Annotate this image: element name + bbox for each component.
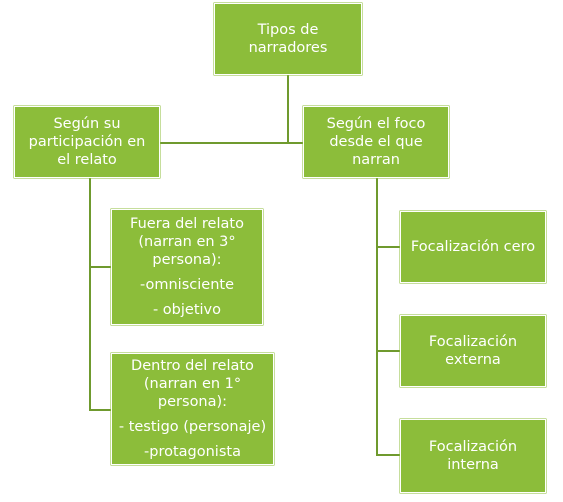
- outside-story-line-2: (narran en 3°: [138, 234, 236, 250]
- participation-node-line-3: el relato: [57, 152, 117, 168]
- root-node-line-1: Tipos de: [257, 22, 319, 38]
- root-node-line-2: narradores: [248, 40, 328, 56]
- participation-node: Según su participación en el relato: [14, 106, 160, 178]
- connector-right-child-3: [376, 454, 400, 456]
- focus-node-line-3: narran: [352, 152, 400, 168]
- internal-focalization-line-2: interna: [447, 457, 499, 473]
- inside-story-line-2: (narran en 1°: [143, 376, 242, 392]
- external-focalization-line-2: externa: [445, 352, 501, 368]
- internal-focalization-line-1: Focalización: [428, 439, 518, 455]
- connector-right-child-1: [376, 246, 400, 248]
- connector-left-child-1: [89, 266, 111, 268]
- internal-focalization-node: Focalización interna: [400, 419, 546, 493]
- outside-story-line-5: - objetivo: [152, 302, 222, 318]
- participation-node-line-2: participación en: [28, 134, 146, 150]
- outside-story-line-4: -omnisciente: [140, 277, 234, 293]
- external-focalization-node: Focalización externa: [400, 315, 546, 387]
- outside-story-line-1: Fuera del relato: [130, 216, 244, 232]
- zero-focalization-node: Focalización cero: [400, 211, 546, 283]
- inside-story-line-3: persona):: [157, 394, 228, 410]
- inside-story-line-5: -protagonista: [144, 444, 241, 460]
- connector-left-trunk: [89, 178, 91, 411]
- focus-node-line-2: desde el que: [329, 134, 423, 150]
- connector-horizontal: [160, 142, 305, 144]
- inside-story-node: Dentro del relato (narran en 1° persona)…: [111, 353, 274, 465]
- external-focalization-line-1: Focalización: [428, 334, 518, 350]
- focus-node: Según el foco desde el que narran: [303, 106, 449, 178]
- connector-right-trunk: [376, 178, 378, 456]
- connector-left-child-2: [89, 409, 111, 411]
- focus-node-line-1: Según el foco: [326, 116, 426, 132]
- participation-node-line-1: Según su: [53, 116, 121, 132]
- zero-focalization-label: Focalización cero: [410, 239, 536, 255]
- root-node: Tipos de narradores: [214, 3, 362, 75]
- outside-story-node: Fuera del relato (narran en 3° persona):…: [111, 209, 263, 325]
- connector-right-child-2: [376, 350, 400, 352]
- inside-story-line-4: - testigo (personaje): [118, 419, 267, 435]
- outside-story-line-3: persona):: [152, 252, 222, 268]
- connector-root-down: [287, 74, 289, 144]
- inside-story-line-1: Dentro del relato: [131, 358, 254, 374]
